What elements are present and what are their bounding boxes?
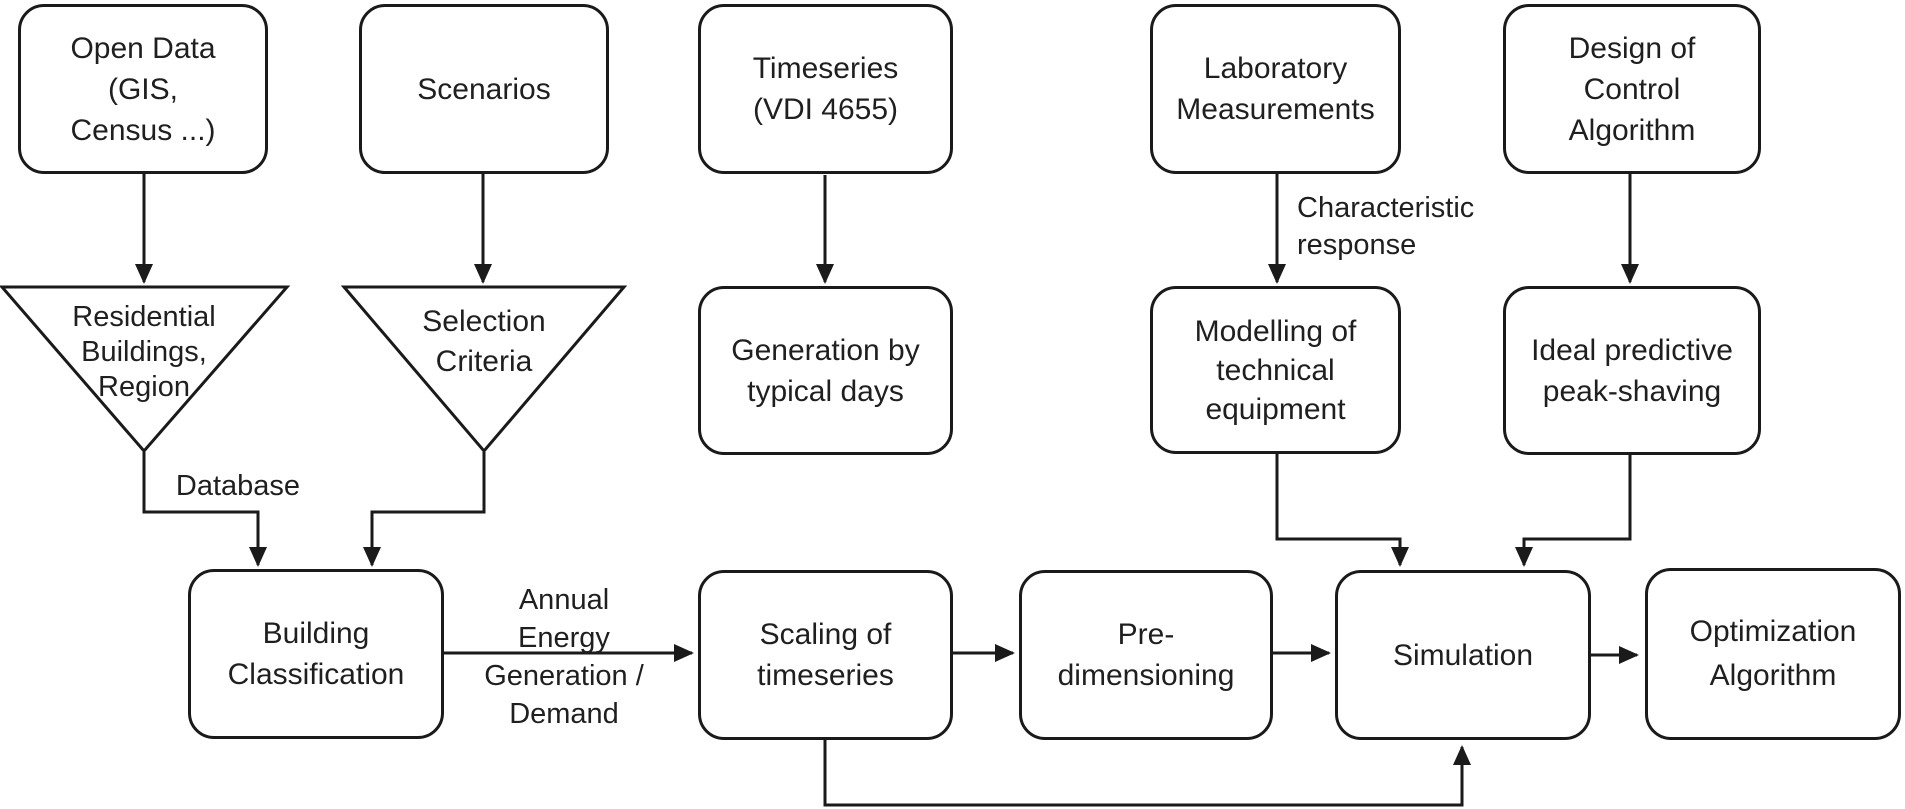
node-laboratory-line: Measurements — [1176, 93, 1375, 126]
node-simulation: Simulation — [1335, 570, 1591, 740]
node-design-control-algorithm: Design of Control Algorithm — [1503, 4, 1761, 174]
arrow-modelling-to-simulation — [1275, 453, 1409, 567]
node-timeseries: Timeseries (VDI 4655) — [698, 4, 953, 174]
node-predimensioning-line: dimensioning — [1057, 659, 1235, 692]
node-scenarios: Scenarios — [359, 4, 609, 174]
node-modelling-technical-equipment: Modelling of technical equipment — [1150, 286, 1401, 454]
node-design-line: Design of — [1568, 31, 1696, 65]
node-scenarios-line: Scenarios — [417, 72, 551, 106]
node-ideal-line: Ideal predictive — [1531, 333, 1733, 367]
node-building-classification: Building Classification — [188, 569, 444, 739]
node-laboratory-measurements: Laboratory Measurements — [1150, 4, 1401, 174]
funnel-selection-criteria — [340, 285, 628, 454]
arrow-ideal-to-simulation — [1515, 453, 1632, 567]
node-pre-dimensioning: Pre- dimensioning — [1019, 570, 1273, 740]
node-open-data-line: Open Data — [70, 31, 216, 65]
node-ideal-predictive-peak-shaving: Ideal predictive peak-shaving — [1503, 286, 1761, 455]
funnel-residential-label: Residential Buildings, Region — [34, 300, 254, 405]
node-building-line: Classification — [227, 658, 405, 691]
edge-label-characteristic-line: response — [1297, 229, 1417, 261]
node-modelling-line: Modelling of — [1194, 314, 1357, 348]
edge-label-characteristic-line: Characteristic — [1297, 192, 1475, 224]
node-open-data-line: (GIS, — [107, 72, 178, 106]
funnel-selection-line: Selection — [422, 305, 546, 338]
funnel-residential-line: Buildings, — [81, 336, 207, 368]
edge-label-database: Database — [136, 470, 340, 503]
node-design-line: Control — [1583, 72, 1681, 106]
node-modelling-line: technical — [1216, 353, 1335, 387]
node-predimensioning-line: Pre- — [1117, 618, 1175, 651]
arrow-residential-to-building — [142, 452, 267, 567]
edge-label-annual-energy: Annual Energy Generation / Demand — [444, 581, 684, 733]
node-building-line: Building — [262, 617, 370, 650]
node-optimization-line: Algorithm — [1709, 659, 1837, 692]
node-generation-line: Generation by — [731, 333, 920, 367]
node-generation-line: typical days — [747, 374, 904, 408]
edge-label-annual-line: Energy — [518, 622, 610, 654]
edge-label-characteristic-response: Characteristic response — [1297, 190, 1557, 264]
arrow-selection-to-building — [363, 452, 486, 567]
node-timeseries-line: Timeseries — [752, 52, 899, 85]
node-scaling-line: Scaling of — [759, 618, 892, 651]
node-simulation-line: Simulation — [1392, 638, 1534, 672]
node-ideal-line: peak-shaving — [1542, 374, 1722, 408]
arrow-scaling-feedback-to-simulation — [823, 739, 1471, 807]
funnel-residential-buildings-region — [0, 285, 291, 454]
node-optimization-line: Optimization — [1689, 615, 1857, 648]
edge-label-annual-line: Annual — [518, 584, 610, 616]
edge-label-annual-line: Generation / — [484, 660, 644, 692]
edge-label-annual-line: Demand — [509, 698, 619, 730]
node-optimization-algorithm: Optimization Algorithm — [1645, 568, 1901, 740]
funnel-selection-line: Criteria — [435, 345, 533, 378]
node-design-line: Algorithm — [1568, 113, 1696, 147]
node-timeseries-line: (VDI 4655) — [752, 93, 899, 126]
node-open-data-line: Census ...) — [70, 113, 216, 147]
node-generation-typical-days: Generation by typical days — [698, 286, 953, 455]
node-open-data: Open Data (GIS, Census ...) — [18, 4, 268, 174]
node-modelling-line: equipment — [1205, 392, 1346, 426]
node-scaling-line: timeseries — [757, 659, 894, 692]
funnel-residential-line: Residential — [72, 301, 216, 333]
node-laboratory-line: Laboratory — [1203, 52, 1348, 85]
funnel-selection-label: Selection Criteria — [374, 302, 594, 382]
edge-label-database-line: Database — [175, 470, 301, 502]
funnel-residential-line: Region — [98, 371, 190, 403]
node-scaling-timeseries: Scaling of timeseries — [698, 570, 953, 740]
